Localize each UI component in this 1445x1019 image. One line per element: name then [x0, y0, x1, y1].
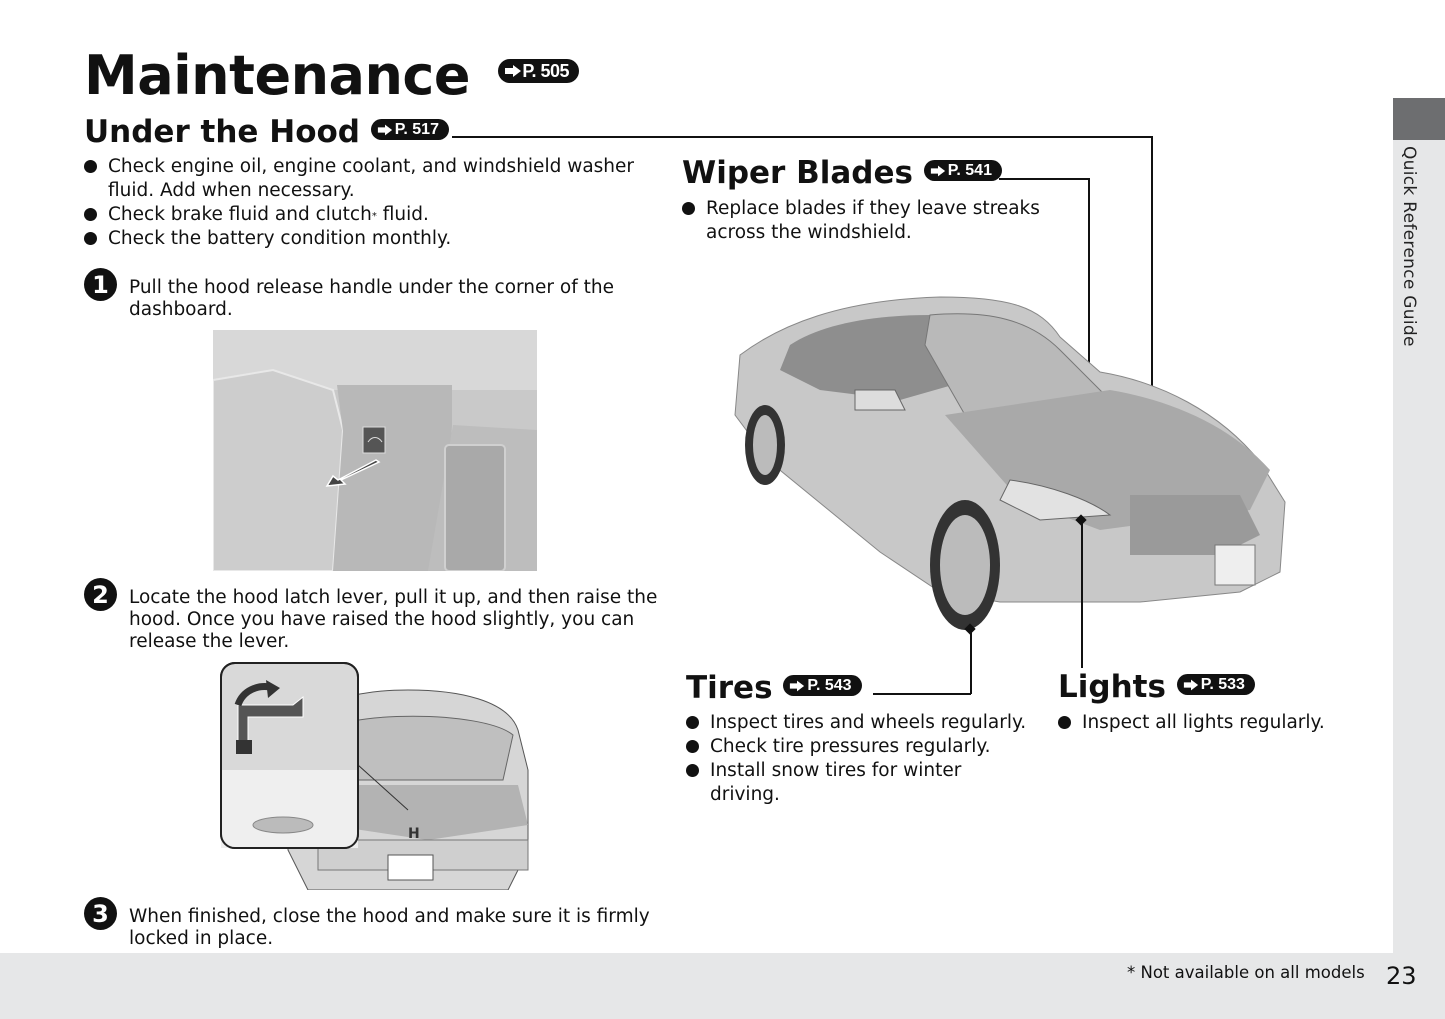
- lights-ref-link[interactable]: P. 533: [1176, 674, 1255, 695]
- page-title-block: Maintenance P. 505: [84, 44, 580, 107]
- list-item: Inspect tires and wheels regularly.: [686, 711, 1031, 735]
- footnote: * Not available on all models: [1127, 963, 1365, 982]
- svg-text:H: H: [408, 826, 420, 842]
- lights-leader-line-v: [1081, 520, 1083, 668]
- bullet-icon: [84, 160, 97, 173]
- step-text: Pull the hood release handle under the c…: [129, 277, 614, 320]
- list-item: Inspect all lights regularly.: [1058, 711, 1358, 735]
- wiper-blades-ref-link[interactable]: P. 541: [923, 160, 1002, 181]
- list-item: Check brake fluid and clutch* fluid.: [84, 203, 644, 227]
- page-ref-link[interactable]: P. 505: [498, 59, 580, 84]
- lights-heading: Lights P. 533: [1058, 669, 1255, 705]
- tires-bullets: Inspect tires and wheels regularly. Chec…: [686, 711, 1031, 807]
- page-footer: [0, 953, 1445, 1019]
- arrow-right-icon: [930, 165, 946, 177]
- hood-latch-lever-illustration: H: [218, 660, 534, 891]
- list-item: Check tire pressures regularly.: [686, 735, 1031, 759]
- wiper-leader-line-v: [1088, 178, 1090, 392]
- bullet-icon: [686, 764, 699, 777]
- wiper-bullets: Replace blades if they leave streaks acr…: [682, 197, 1042, 245]
- step-text: When finished, close the hood and make s…: [129, 906, 650, 949]
- under-hood-leader-line-v: [1151, 136, 1153, 420]
- bullet-icon: [686, 740, 699, 753]
- tires-leader-line-v: [970, 628, 972, 694]
- bullet-icon: [686, 716, 699, 729]
- footnote-asterisk: *: [371, 211, 377, 222]
- step-number-badge: 3: [84, 897, 117, 930]
- page-number: 23: [1386, 962, 1417, 990]
- step-3: 3 When finished, close the hood and make…: [84, 897, 664, 950]
- side-tab-label: Quick Reference Guide: [1399, 146, 1419, 347]
- step-number-badge: 1: [84, 268, 117, 301]
- step-1: 1 Pull the hood release handle under the…: [84, 268, 644, 321]
- side-tab-marker: [1393, 98, 1445, 140]
- page-title: Maintenance P. 505: [84, 44, 580, 107]
- arrow-right-icon: [504, 65, 522, 78]
- bullet-icon: [1058, 716, 1071, 729]
- under-hood-leader-line: [452, 136, 1152, 138]
- tires-leader-line: [873, 693, 971, 695]
- page-title-text: Maintenance: [84, 44, 471, 107]
- under-hood-heading: Under the Hood P. 517: [84, 114, 449, 150]
- tires-ref-link[interactable]: P. 543: [783, 675, 862, 696]
- arrow-right-icon: [789, 680, 805, 692]
- step-2: 2 Locate the hood latch lever, pull it u…: [84, 578, 664, 653]
- bullet-icon: [84, 232, 97, 245]
- arrow-right-icon: [1183, 679, 1199, 691]
- hood-release-handle-illustration: [213, 330, 537, 571]
- car-illustration: [730, 295, 1290, 635]
- tires-heading: Tires P. 543: [686, 670, 862, 706]
- step-text: Locate the hood latch lever, pull it up,…: [129, 587, 658, 652]
- wiper-leader-line: [999, 178, 1089, 180]
- side-tab[interactable]: Quick Reference Guide: [1393, 98, 1445, 953]
- under-hood-bullets: Check engine oil, engine coolant, and wi…: [84, 155, 644, 251]
- wiper-blades-heading: Wiper Blades P. 541: [682, 155, 1002, 191]
- list-item: Install snow tires for winter driving.: [686, 759, 1031, 807]
- list-item: Replace blades if they leave streaks acr…: [682, 197, 1042, 245]
- under-hood-ref-link[interactable]: P. 517: [370, 119, 449, 140]
- bullet-icon: [682, 202, 695, 215]
- list-item: Check engine oil, engine coolant, and wi…: [84, 155, 644, 203]
- lights-bullets: Inspect all lights regularly.: [1058, 711, 1358, 735]
- list-item: Check the battery condition monthly.: [84, 227, 644, 251]
- bullet-icon: [84, 208, 97, 221]
- arrow-right-icon: [377, 124, 393, 136]
- step-number-badge: 2: [84, 578, 117, 611]
